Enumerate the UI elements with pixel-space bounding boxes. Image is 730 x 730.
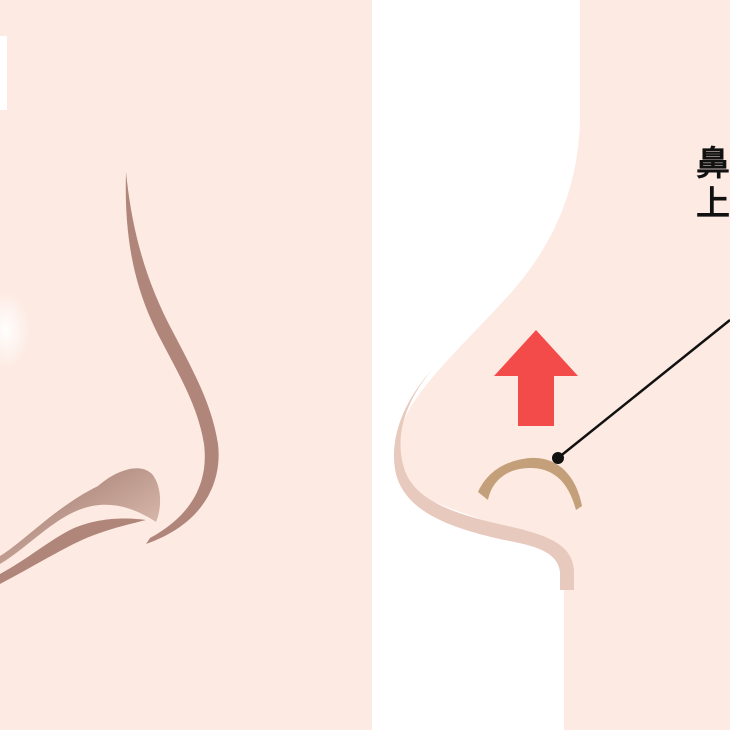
- leader-line: [557, 319, 730, 459]
- after-panel: [372, 0, 730, 730]
- nostril-inner-shadow: [0, 518, 146, 584]
- nostril-shape: [0, 468, 161, 564]
- leader-dot: [552, 452, 564, 464]
- annotation-label-line2: 上: [696, 184, 730, 224]
- before-panel: [0, 0, 372, 730]
- white-corner-mark: [0, 36, 7, 110]
- highlight-glow: [0, 292, 30, 368]
- nose-bridge-outline: [125, 172, 219, 544]
- up-arrow-icon: [494, 330, 578, 426]
- nose-tip-outline: [393, 370, 574, 590]
- annotation-label-line1: 鼻: [696, 144, 730, 184]
- nasal-implant: [478, 457, 582, 510]
